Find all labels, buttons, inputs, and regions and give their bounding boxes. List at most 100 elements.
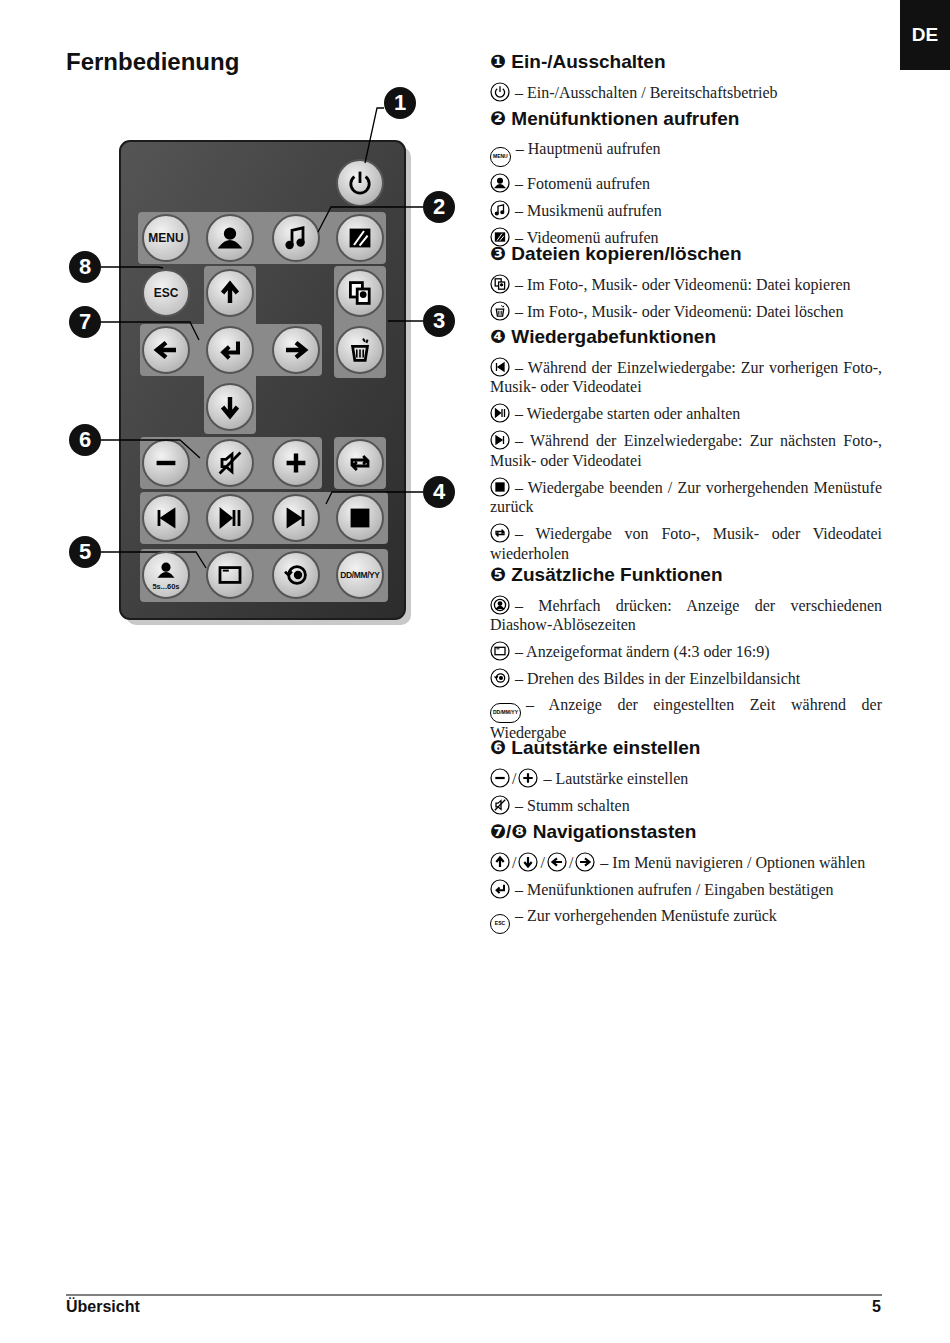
function-item: MENU – Hauptmenü aufrufen: [490, 139, 882, 167]
section-heading: ❺ Zusätzliche Funktionen: [490, 562, 882, 588]
button-symbol: [490, 523, 510, 543]
section-heading: ❻ Lautstärke einstellen: [490, 735, 882, 761]
section-heading: ❷ Menüfunktionen aufrufen: [490, 106, 882, 132]
function-item: – Stumm schalten: [490, 795, 882, 816]
function-description: – Stumm schalten: [515, 797, 630, 814]
function-description: – Zur vorhergehenden Menüstufe zurück: [515, 907, 777, 924]
separator: /: [540, 854, 544, 871]
function-item: ESC – Zur vorhergehenden Menüstufe zurück: [490, 906, 882, 934]
separator: /: [569, 854, 573, 871]
button-symbol-text: DD/MM/YY: [490, 703, 521, 723]
function-item: – Wiedergabe von Foto-, Musik- oder Vide…: [490, 523, 882, 563]
separator: /: [512, 854, 516, 871]
function-item: – Musikmenü aufrufen: [490, 200, 882, 221]
function-item: – Während der Einzelwiedergabe: Zur näch…: [490, 430, 882, 470]
button-icon: [154, 558, 178, 582]
function-item: DD/MM/YY– Anzeige der eingestellten Zeit…: [490, 695, 882, 743]
callout-number: 5: [69, 536, 101, 568]
section-heading: ❹ Wiedergabefunktionen: [490, 324, 882, 350]
function-description: – Wiedergabe beenden / Zur vorhergehende…: [490, 479, 882, 516]
node-text: 2: [433, 194, 445, 220]
function-description: – Während der Einzelwiedergabe: Zur näch…: [490, 432, 882, 469]
section: ❺ Zusätzliche Funktionen – Mehrfach drück…: [490, 562, 882, 743]
section: ❸ Dateien kopieren/löschen – Im Foto-, Mu…: [490, 241, 882, 321]
callout-number: 2: [423, 191, 455, 223]
node-text: MENU: [148, 231, 183, 245]
function-description: – Während der Einzelwiedergabe: Zur vorh…: [490, 359, 882, 396]
button-symbol: [490, 668, 510, 688]
function-item: / / / – Im Menü navigieren / Optionen wähle…: [490, 852, 882, 873]
function-description: – Im Foto-, Musik- oder Videomenü: Datei…: [515, 303, 843, 320]
callout-number: 8: [69, 251, 101, 283]
button-symbol: [490, 795, 510, 815]
button-symbol: [490, 641, 510, 661]
button-symbol: [490, 200, 510, 220]
section: ❹ Wiedergabefunktionen – Während der Einz…: [490, 324, 882, 563]
callout-number: 1: [384, 87, 416, 119]
function-description: – Wiedergabe von Foto-, Musik- oder Vide…: [490, 525, 882, 562]
button-symbol: [490, 403, 510, 423]
function-item: – Während der Einzelwiedergabe: Zur vorh…: [490, 357, 882, 397]
function-description: – Hauptmenü aufrufen: [516, 140, 661, 157]
node-text: 1: [394, 90, 406, 116]
function-description: – Ein-/Ausschalten / Bereitschaftsbetrie…: [515, 84, 778, 101]
button-symbol: [490, 768, 510, 788]
button-symbol: [490, 301, 510, 321]
page-title: Fernbedienung: [66, 48, 239, 76]
function-item: – Anzeigeformat ändern (4:3 oder 16:9): [490, 641, 882, 662]
button-symbol: [490, 430, 510, 450]
function-description: – Anzeige der eingestellten Zeit während…: [490, 696, 882, 741]
page-number: 5: [872, 1298, 881, 1316]
button-symbol: [518, 768, 538, 788]
section-heading: ❼/❽ Navigationstasten: [490, 819, 882, 845]
button-symbol: [518, 852, 538, 872]
function-item: – Menüfunktionen aufrufen / Eingaben bes…: [490, 879, 882, 900]
function-description: – Lautstärke einstellen: [543, 770, 688, 787]
function-item: – Im Foto-, Musik- oder Videomenü: Datei…: [490, 274, 882, 295]
button-symbol: [490, 274, 510, 294]
button-symbol-text: ESC: [490, 914, 510, 934]
function-item: – Wiedergabe starten oder anhalten: [490, 403, 882, 424]
function-description: – Anzeigeformat ändern (4:3 oder 16:9): [515, 643, 770, 660]
button-symbol: [490, 82, 510, 102]
node-text: 3: [433, 308, 445, 334]
language-tab: DE: [900, 0, 950, 70]
function-description: – Im Foto-, Musik- oder Videomenü: Datei…: [515, 276, 851, 293]
function-description: – Im Menü navigieren / Optionen wählen: [600, 854, 865, 871]
separator: /: [512, 770, 516, 787]
section: ❶ Ein-/Ausschalten – Ein-/Ausschalten / B…: [490, 49, 882, 102]
node-text: 5s...60s: [152, 582, 179, 591]
button-symbol: [575, 852, 595, 872]
function-item: – Drehen des Bildes in der Einzelbildans…: [490, 668, 882, 689]
function-item: – Mehrfach drücken: Anzeige der verschie…: [490, 595, 882, 635]
function-description: – Wiedergabe starten oder anhalten: [515, 405, 740, 422]
node-text: DD/MM/YY: [340, 570, 379, 580]
node-text: ESC: [154, 286, 179, 300]
function-description: – Menüfunktionen aufrufen / Eingaben bes…: [515, 881, 834, 898]
section-heading: ❸ Dateien kopieren/löschen: [490, 241, 882, 267]
section-heading: ❶ Ein-/Ausschalten: [490, 49, 882, 75]
button-symbol: [490, 357, 510, 377]
remote-button: DD/MM/YY: [336, 551, 384, 599]
footer-section: Übersicht: [66, 1298, 140, 1316]
button-symbol: [490, 595, 510, 615]
button-symbol-text: MENU: [490, 147, 511, 167]
node-text: 4: [433, 479, 445, 505]
section: ❷ Menüfunktionen aufrufenMENU – Hauptmenü…: [490, 106, 882, 248]
remote-button: ESC: [142, 269, 190, 317]
function-description: – Fotomenü aufrufen: [515, 175, 650, 192]
callout-number: 7: [69, 306, 101, 338]
section: ❼/❽ Navigationstasten / / / – Im Menü navigi…: [490, 819, 882, 934]
callout-number: 6: [69, 424, 101, 456]
function-description: – Musikmenü aufrufen: [515, 202, 662, 219]
remote-button: 5s...60s: [142, 551, 190, 599]
button-symbol: [490, 852, 510, 872]
function-item: – Ein-/Ausschalten / Bereitschaftsbetrie…: [490, 82, 882, 103]
function-item: – Fotomenü aufrufen: [490, 173, 882, 194]
node-text: 6: [79, 427, 91, 453]
button-symbol: [490, 173, 510, 193]
callout-number: 3: [423, 305, 455, 337]
button-symbol: [490, 879, 510, 899]
